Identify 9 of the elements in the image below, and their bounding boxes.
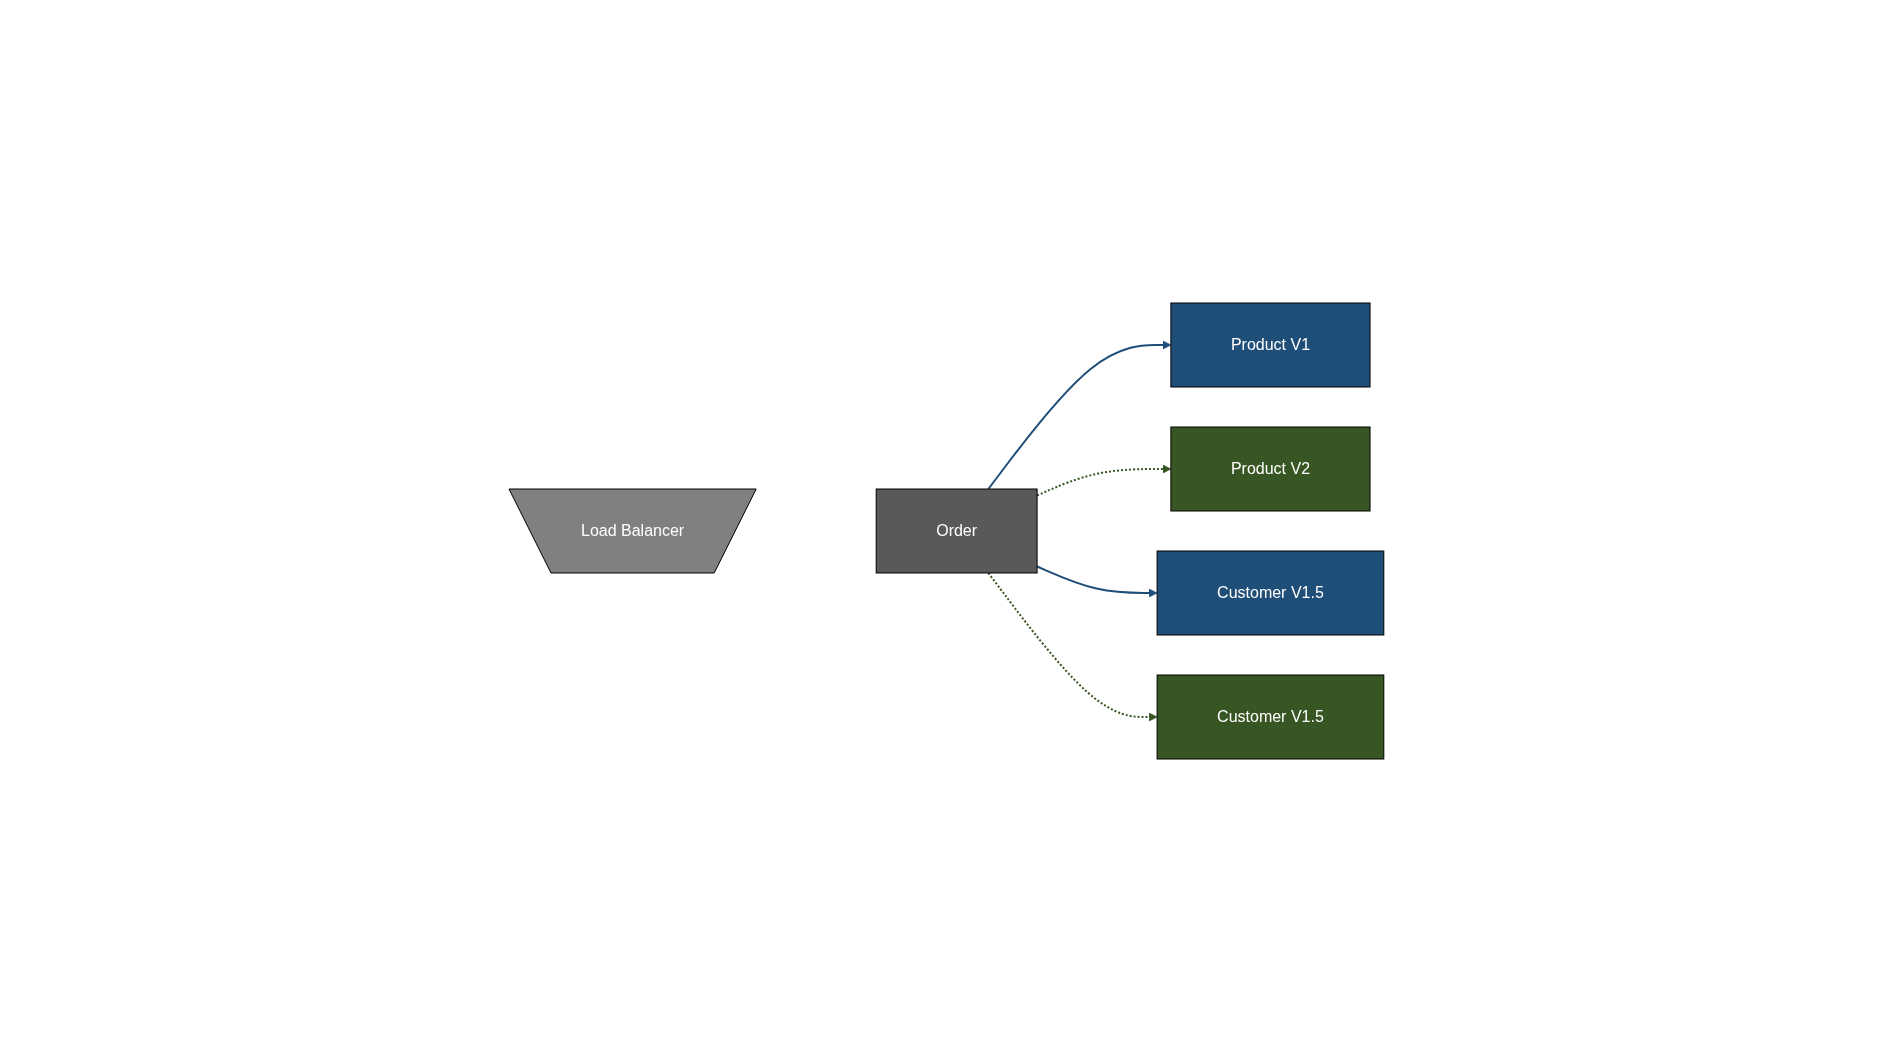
node-box: Product V1 xyxy=(1170,302,1371,388)
node-box: Order xyxy=(875,488,1038,574)
arrow xyxy=(1036,565,1158,598)
node-box: Customer V1.5 xyxy=(1156,674,1385,760)
node-box: Customer V1.5 xyxy=(1156,550,1385,636)
arrow xyxy=(1036,464,1172,497)
node-box: Product V2 xyxy=(1170,426,1371,512)
arrow xyxy=(987,572,1158,722)
arrow xyxy=(987,340,1172,490)
